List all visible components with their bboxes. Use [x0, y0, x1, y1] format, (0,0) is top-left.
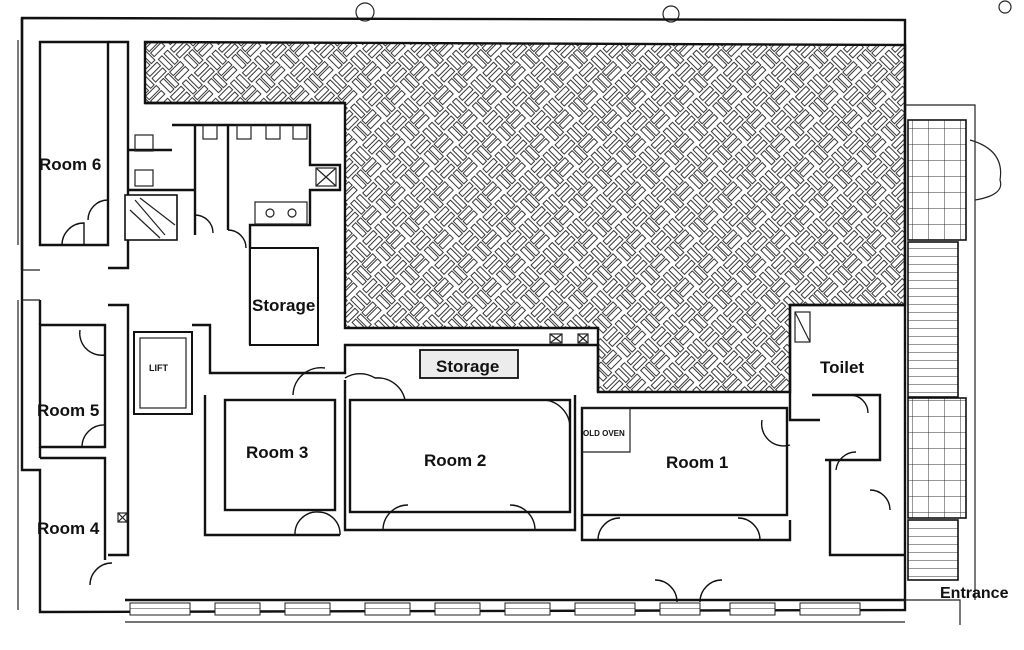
entrance-label: Entrance: [940, 585, 1009, 602]
room-4-label: Room 4: [37, 519, 100, 538]
lift-shaft: [133, 331, 193, 415]
room-2-outline: [348, 398, 572, 514]
stair-grids: [900, 104, 1002, 625]
bottom-windows: [129, 602, 861, 616]
storage-lower-label: Storage: [436, 357, 499, 376]
outer-walls: [17, 16, 907, 623]
room-2-label: Room 2: [424, 451, 486, 470]
left-wing: [22, 40, 193, 560]
room-1-outline: [580, 406, 789, 517]
room-3-outline: [223, 398, 337, 512]
old-oven-label: OLD OVEN: [583, 429, 625, 438]
lift-label: LIFT: [149, 363, 168, 373]
toilet-area: [788, 303, 905, 557]
toilet-label: Toilet: [820, 358, 864, 377]
room-3-label: Room 3: [246, 443, 308, 462]
storage-upper-label: Storage: [252, 296, 315, 315]
doors: [61, 199, 891, 603]
top-markers: [355, 0, 1012, 23]
room-1-label: Room 1: [666, 453, 728, 472]
toilet-block: [124, 101, 345, 345]
room-5-label: Room 5: [37, 401, 99, 420]
storage-upper-room: [249, 247, 319, 346]
room-6-label: Room 6: [39, 155, 101, 174]
storage-lower-room: [419, 349, 519, 379]
